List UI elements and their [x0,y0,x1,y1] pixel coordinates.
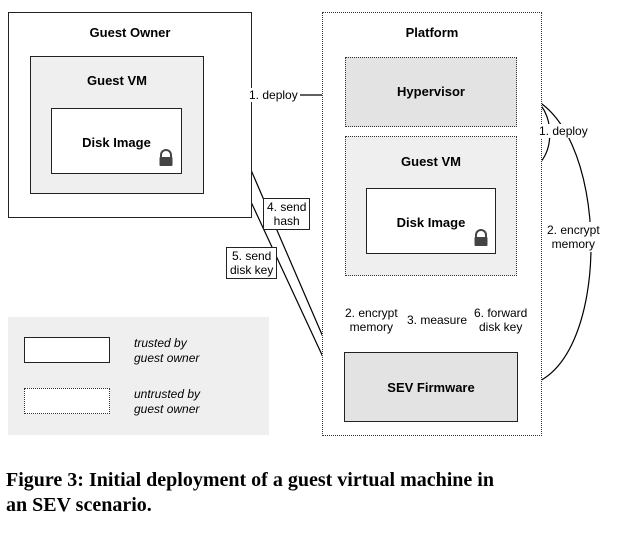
forward-disk-key-line2: disk key [479,320,523,334]
sev-firmware-box: SEV Firmware [344,352,518,422]
platform-disk-image-title: Disk Image [396,215,466,230]
legend: trusted by guest owner untrusted by gues… [8,317,269,435]
encrypt-memory-bottom-label: 2. encrypt memory [343,305,400,335]
forward-disk-key-line1: 6. forward [474,306,528,320]
encrypt-memory-bottom-line2: memory [349,320,394,334]
figure-caption: Figure 3: Initial deployment of a guest … [6,468,618,518]
legend-trusted-line2: guest owner [134,351,200,365]
deploy-vm-label: 1. deploy [537,124,590,138]
send-disk-key-line2: disk key [230,263,274,277]
legend-untrusted-swatch [24,388,110,414]
owner-guest-vm-title: Guest VM [87,73,147,88]
encrypt-memory-right-label: 2. encrypt memory [545,222,602,252]
send-disk-key-line1: 5. send [231,249,272,263]
hypervisor-title: Hypervisor [397,84,465,99]
platform-disk-image-box: Disk Image [366,188,496,254]
guest-owner-title: Guest Owner [89,25,171,40]
send-hash-label: 4. send hash [263,198,311,230]
send-disk-key-label: 5. send disk key [226,247,278,279]
forward-disk-key-label: 6. forward disk key [472,305,530,335]
caption-line1: Figure 3: Initial deployment of a guest … [6,469,494,491]
deploy-label: 1. deploy [247,88,300,102]
platform-title: Platform [405,25,459,40]
send-hash-line1: 4. send [267,200,307,214]
send-hash-line2: hash [273,214,300,228]
caption-line2: an SEV scenario. [6,494,152,516]
legend-untrusted-line1: untrusted by [134,387,201,401]
encrypt-memory-right-line1: 2. encrypt [547,223,600,237]
encrypt-memory-bottom-line1: 2. encrypt [345,306,398,320]
sev-firmware-title: SEV Firmware [387,380,475,395]
legend-untrusted-text: untrusted by guest owner [134,387,200,417]
encrypt-memory-right-line2: memory [551,237,596,251]
lock-icon [159,149,173,166]
legend-untrusted-line2: guest owner [134,402,200,416]
hypervisor-box: Hypervisor [345,57,517,127]
legend-trusted-line1: trusted by [134,336,187,350]
legend-trusted-swatch [24,337,110,363]
measure-label: 3. measure [405,313,470,327]
lock-icon [474,229,488,246]
platform-guest-vm-title: Guest VM [401,154,461,169]
legend-trusted-text: trusted by guest owner [134,336,199,366]
owner-disk-image-box: Disk Image [51,108,182,174]
owner-disk-image-title: Disk Image [82,135,151,150]
